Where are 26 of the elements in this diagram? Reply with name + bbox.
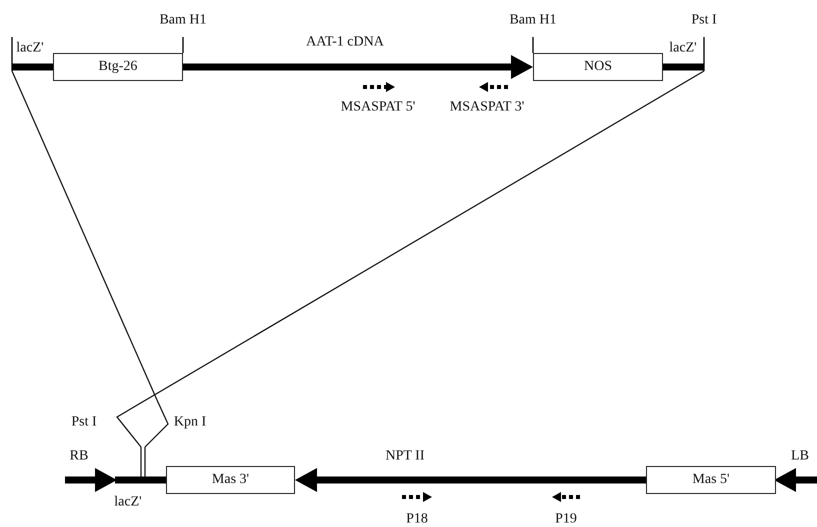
site-label: Pst I [691, 12, 717, 28]
gene-arrow [295, 468, 646, 492]
gene-arrow [183, 55, 533, 79]
primer-label: P19 [555, 511, 577, 527]
site-label: Kpn I [174, 414, 206, 430]
site-label: Bam H1 [159, 12, 207, 28]
gene-element-box [166, 466, 295, 494]
border-label: LB [791, 448, 809, 464]
element-name: Mas 5' [692, 472, 730, 488]
site-label: Bam H1 [509, 12, 557, 28]
edge-label: NPT II [385, 448, 425, 464]
element-label: lacZ' [669, 40, 697, 56]
site-label: Pst I [71, 414, 97, 430]
element-name: Btg-26 [98, 59, 138, 75]
element-name: Mas 3' [212, 472, 250, 488]
primer-label: P18 [406, 511, 428, 527]
element-name: NOS [584, 59, 612, 75]
gene-element-box [53, 53, 183, 81]
gene-element-box [533, 53, 663, 81]
gene-element-box [646, 466, 776, 494]
border-label: RB [70, 448, 88, 464]
primer-label: MSASPAT 5' [340, 99, 416, 115]
primer-label: MSASPAT 3' [450, 99, 524, 115]
edge-label: AAT-1 cDNA [306, 34, 384, 50]
element-label: lacZ' [114, 494, 142, 510]
element-label: lacZ' [16, 40, 44, 56]
